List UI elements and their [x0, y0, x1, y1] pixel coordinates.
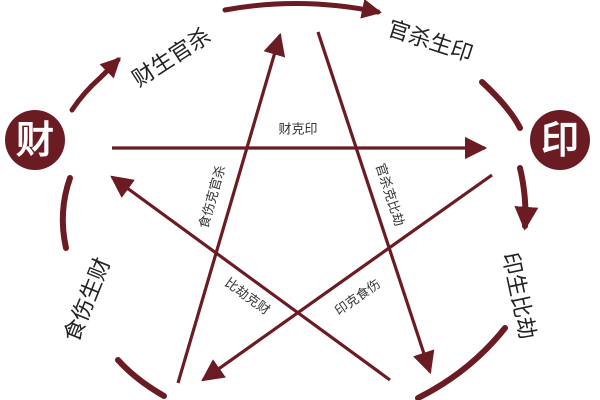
label-bi-jie-ke-cai: 比劫克财: [222, 276, 273, 319]
arc-top: [222, 0, 382, 19]
label-guan-sha-sheng-yin: 官杀生印: [384, 17, 475, 68]
arc-right: [514, 165, 539, 231]
label-cai-ke-yin: 财克印: [278, 123, 317, 138]
node-cai-label: 财: [16, 118, 54, 162]
arc-upper-left: [69, 57, 121, 113]
outer-cycle: [59, 0, 539, 400]
arc-upper-right: [479, 79, 523, 131]
label-shi-shang-sheng-cai: 食伤生财: [60, 255, 116, 346]
label-guan-sha-ke-bi-jie: 官杀克比劫: [372, 161, 407, 228]
node-yin: 印: [530, 110, 590, 170]
label-cai-sheng-guan-sha: 财生官杀: [128, 24, 215, 93]
arc-lower-left: [115, 357, 167, 399]
arc-lower-right: [415, 325, 508, 400]
arrow-bi-jie-ke-cai: [110, 175, 391, 382]
node-yin-label: 印: [541, 118, 579, 162]
arrow-guan-sha-ke-bi-jie: [316, 31, 435, 375]
arrow-yin-ke-shi-shang: [201, 173, 493, 382]
star-arrows: [110, 31, 493, 384]
arc-left-lower: [59, 175, 73, 251]
arrow-shi-shang-ke-guan-sha: [176, 32, 286, 384]
node-cai: 财: [5, 110, 65, 170]
